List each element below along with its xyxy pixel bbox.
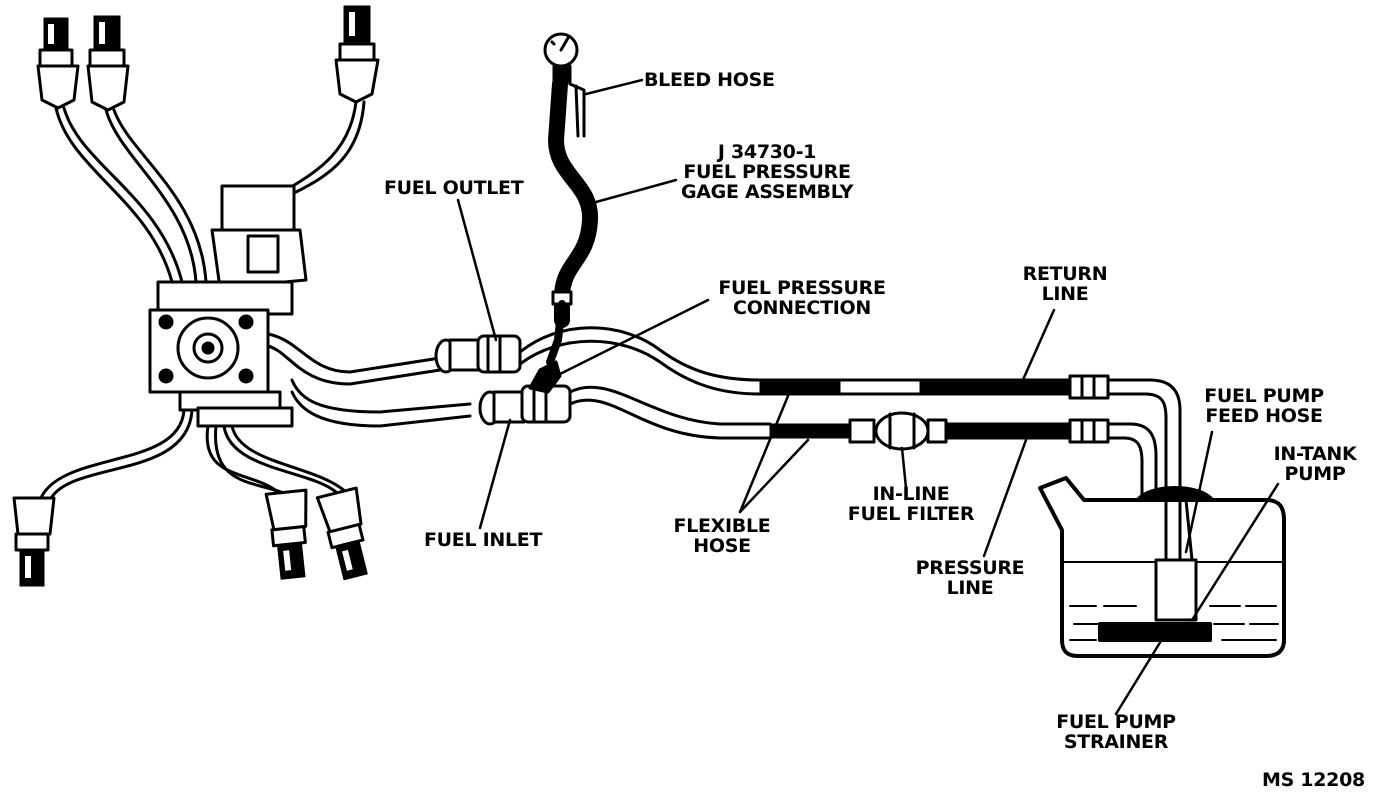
label-bleed-hose: BLEED HOSE: [644, 69, 775, 91]
label-fuel-inlet: FUEL INLET: [424, 529, 543, 551]
fuel-pressure-gage: [543, 32, 599, 366]
injector-lines-bottom: [38, 408, 350, 502]
label-fuel-pressure-connection: FUEL PRESSURE CONNECTION: [718, 277, 886, 319]
fuel-outlet-fitting: [434, 334, 522, 374]
label-in-line-fuel-filter: IN-LINE FUEL FILTER: [847, 483, 975, 525]
injector-lines-top: [54, 100, 366, 284]
label-pressure-line: PRESSURE LINE: [915, 557, 1025, 599]
in-line-fuel-filter-body: [848, 411, 948, 451]
label-gage-assembly: J 34730-1 FUEL PRESSURE GAGE ASSEMBLY: [680, 141, 854, 203]
label-fuel-pump-feed-hose: FUEL PUMP FEED HOSE: [1204, 385, 1324, 427]
fuel-tank: [1038, 476, 1286, 658]
label-fuel-pump-strainer: FUEL PUMP STRAINER: [1056, 711, 1176, 753]
leader-lines: [456, 78, 1280, 716]
injector-bottom-right: [315, 486, 368, 581]
fuel-inlet-fitting: [478, 360, 572, 426]
flexible-hose-sections: [759, 379, 1071, 439]
injector-top-right: [334, 5, 380, 104]
fuel-rail-block: [148, 280, 294, 428]
label-flexible-hose: FLEXIBLE HOSE: [673, 515, 771, 557]
injector-bottom-middle: [264, 488, 308, 580]
injector-bottom-left: [12, 496, 56, 587]
injector-top-middle: [86, 15, 130, 112]
injector-top-left: [36, 17, 80, 110]
pressure-regulator: [210, 184, 308, 290]
label-fuel-outlet: FUEL OUTLET: [384, 177, 524, 199]
line-fittings: [1068, 374, 1110, 444]
label-return-line: RETURN LINE: [1022, 263, 1108, 305]
return-line-tube: [266, 326, 1182, 502]
label-in-tank-pump: IN-TANK PUMP: [1273, 443, 1357, 485]
figure-code: MS 12208: [1262, 769, 1365, 791]
